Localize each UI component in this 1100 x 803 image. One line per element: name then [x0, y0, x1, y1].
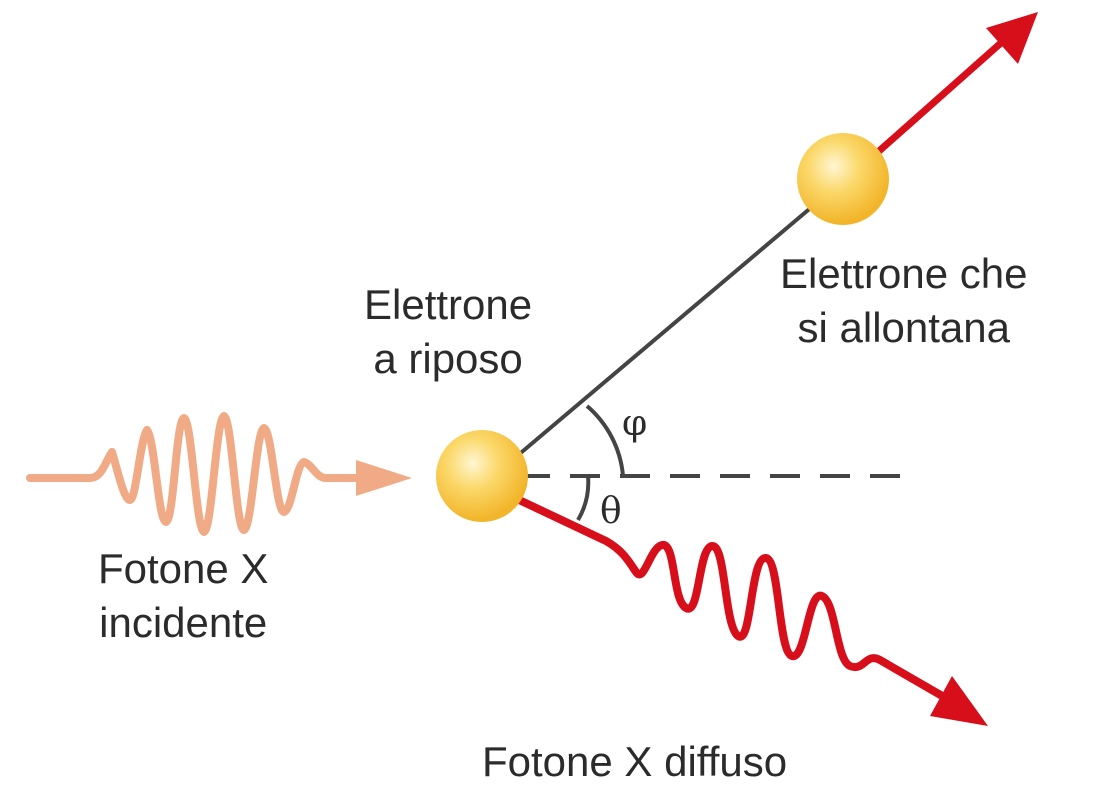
electron-at-rest-label: Elettrone a riposo — [364, 281, 533, 382]
theta-angle-symbol: θ — [600, 491, 622, 532]
incident-photon-label: Fotone X incidente — [98, 545, 269, 646]
electron-at-rest — [436, 430, 528, 522]
recoil-trajectory-line — [508, 198, 822, 464]
scattered-photon-label: Fotone X diffuso — [482, 738, 788, 785]
scattered-photon-wave — [511, 494, 948, 701]
phi-angle-symbol: φ — [622, 403, 648, 444]
incident-photon-wave — [26, 412, 374, 536]
recoil-electron — [797, 133, 889, 225]
recoil-arrow-shaft — [874, 38, 1006, 156]
recoil-electron-label: Elettrone che si allontana — [780, 250, 1028, 351]
theta-angle-arc — [576, 475, 591, 522]
incident-photon-arrowhead — [356, 460, 412, 496]
recoil-arrowhead — [986, 12, 1038, 64]
scattered-photon-arrowhead — [930, 676, 988, 726]
phi-angle-arc — [585, 404, 625, 477]
